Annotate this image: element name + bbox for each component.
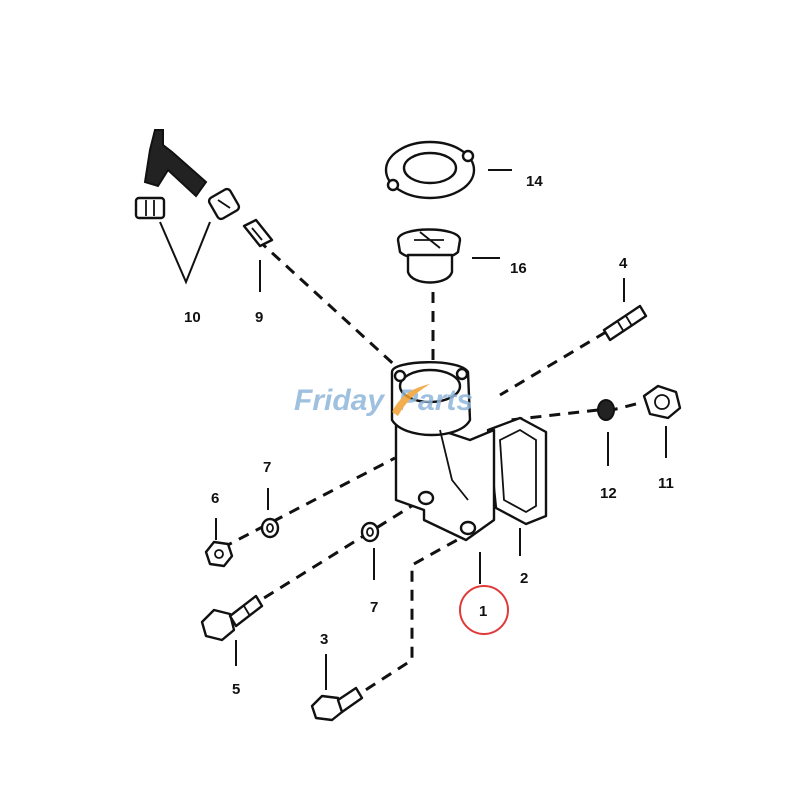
callout-2: 2 bbox=[520, 570, 528, 587]
watermark: Friday Parts bbox=[294, 384, 473, 417]
part-6-nut bbox=[204, 540, 234, 568]
part-11-bolt bbox=[642, 384, 682, 420]
part-10-elbow-connector bbox=[134, 129, 241, 221]
callout-4: 4 bbox=[619, 255, 628, 272]
leader-lines bbox=[159, 169, 667, 690]
callout-1: 1 bbox=[479, 603, 487, 620]
callout-9: 9 bbox=[255, 309, 263, 326]
part-14-gasket bbox=[384, 140, 476, 200]
callout-10: 10 bbox=[184, 309, 201, 326]
part-5-long-bolt bbox=[200, 594, 264, 642]
callout-labels: 14 16 4 10 9 12 11 7 6 2 7 1 3 5 bbox=[184, 173, 674, 698]
callout-3: 3 bbox=[320, 631, 328, 648]
part-9-fitting bbox=[242, 218, 274, 248]
callout-7-upper: 7 bbox=[263, 459, 271, 476]
callout-7-lower: 7 bbox=[370, 599, 378, 616]
callout-11: 11 bbox=[658, 475, 674, 492]
callout-5: 5 bbox=[232, 681, 240, 698]
callout-14: 14 bbox=[526, 173, 543, 190]
watermark-part-1: Friday bbox=[294, 384, 385, 417]
callout-16: 16 bbox=[510, 260, 527, 277]
callout-12: 12 bbox=[600, 485, 617, 502]
part-3-short-bolt bbox=[310, 686, 364, 722]
part-2-side-gasket bbox=[486, 416, 548, 526]
highlight-circle bbox=[459, 585, 509, 635]
callout-6: 6 bbox=[211, 490, 219, 507]
part-4-stud bbox=[602, 304, 648, 342]
part-7-washer-upper bbox=[260, 517, 280, 539]
part-16-thermostat bbox=[396, 228, 462, 284]
part-1-thermostat-housing bbox=[390, 361, 496, 542]
watermark-part-2: Parts bbox=[398, 384, 473, 417]
watermark-swoosh-icon bbox=[392, 384, 430, 416]
assembly-lines bbox=[221, 238, 637, 702]
part-12-washer bbox=[597, 399, 615, 421]
part-7-washer-lower bbox=[360, 521, 380, 543]
